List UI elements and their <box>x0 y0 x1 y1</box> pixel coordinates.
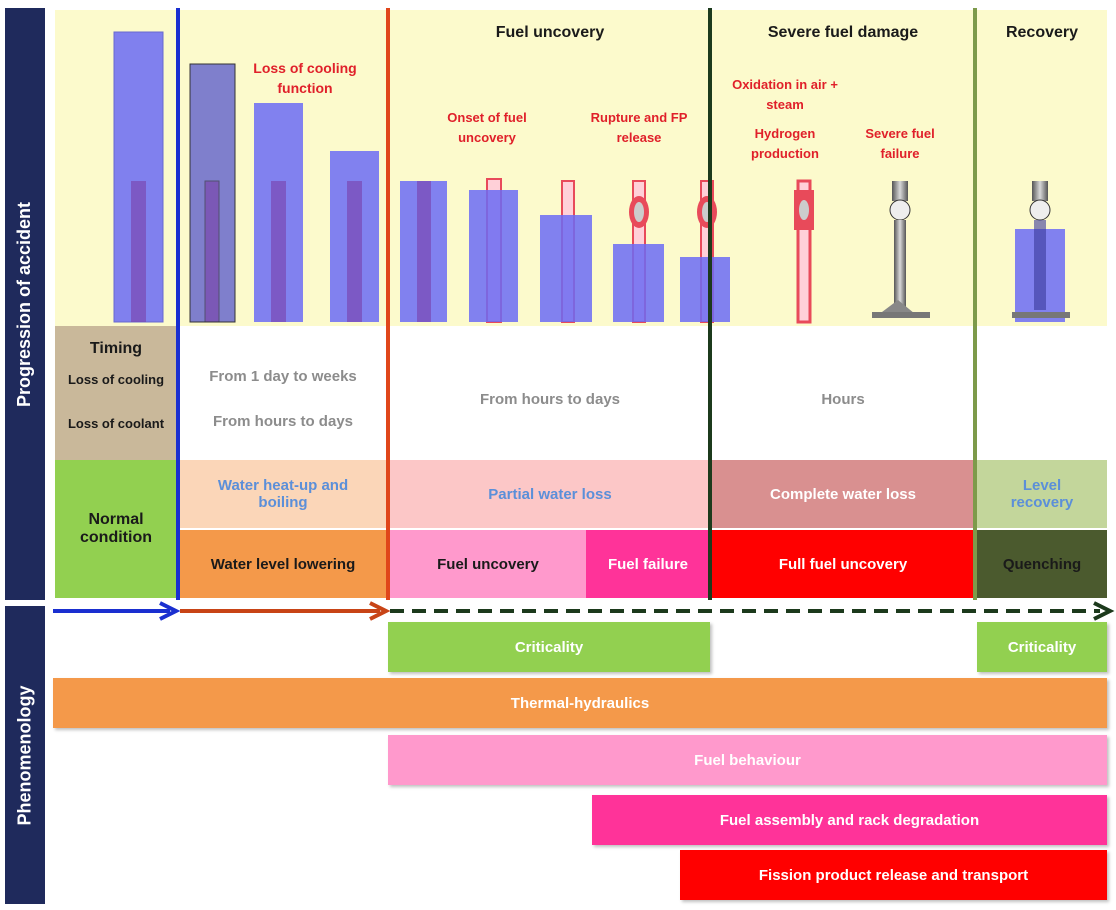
divider-olive <box>973 8 977 600</box>
phenomena-fission-product: Fission product release and transport <box>680 850 1107 900</box>
fuel-rod-severe-failure <box>872 181 930 318</box>
timing-col2-cooling: From 1 day to weeks <box>209 367 357 385</box>
phenomenology-sidebar: Phenomenology <box>5 606 45 904</box>
fuel-pool-onset-3 <box>540 180 592 323</box>
annotation-oxidation: Oxidation in air + steam <box>732 77 838 112</box>
timeline-arrow-lowering <box>180 601 391 621</box>
water-state-partial: Partial water loss <box>390 460 710 528</box>
divider-orange <box>386 8 390 600</box>
stage-title-recovery: Recovery <box>1005 24 1079 41</box>
fuel-pool-onset-2 <box>469 178 518 323</box>
phenomena-criticality-1: Criticality <box>388 622 710 672</box>
fuel-pool-onset-1 <box>400 181 447 322</box>
water-state-heatup: Water heat-up and boiling <box>180 460 386 528</box>
timing-loss-of-cooling: Loss of cooling <box>67 371 165 387</box>
progression-sidebar: Progression of accident <box>5 8 45 600</box>
timing-loss-of-coolant: Loss of coolant <box>67 415 165 431</box>
annotation-loss-of-cooling: Loss of cooling function <box>253 60 357 96</box>
annotation-rupture-fp: Rupture and FP release <box>590 110 688 145</box>
fuel-state-fuel-uncovery: Fuel uncovery <box>390 530 586 598</box>
annotation-severe-fuel-failure: Severe fuel failure <box>865 126 935 161</box>
timeline-arrows <box>53 601 1115 621</box>
divider-blue <box>176 8 180 600</box>
fuel-pool-lowering-1 <box>254 103 303 322</box>
timing-label-cell <box>55 326 177 460</box>
timeline-arrow-degradation <box>390 601 1115 621</box>
fuel-pool-lowering-2 <box>330 151 379 322</box>
timing-col2-coolant: From hours to days <box>212 412 354 430</box>
phenomena-thermal-hydraulics: Thermal-hydraulics <box>53 678 1107 728</box>
divider-dark-green <box>708 8 712 600</box>
stage-title-fuel-uncovery: Fuel uncovery <box>495 24 605 41</box>
fuel-state-water-level-lowering: Water level lowering <box>180 530 386 598</box>
water-state-level-recovery: Level recovery <box>977 460 1107 528</box>
fuel-pool-rupture-1 <box>613 180 664 323</box>
annotation-onset-fuel-uncovery: Onset of fuel uncovery <box>447 110 527 145</box>
annotation-hydrogen: Hydrogen production <box>751 126 819 161</box>
stage-title-severe-fuel-damage: Severe fuel damage <box>767 24 919 41</box>
water-state-complete: Complete water loss <box>712 460 974 528</box>
fuel-pool-normal <box>113 31 164 323</box>
timeline-arrow-normal <box>53 601 181 621</box>
phenomena-criticality-2: Criticality <box>977 622 1107 672</box>
fuel-rod-recovery <box>1012 181 1070 322</box>
phenomena-fuel-behaviour: Fuel behaviour <box>388 735 1107 785</box>
fuel-illustrations <box>113 31 1070 324</box>
timing-col3: From hours to days <box>479 390 621 408</box>
timing-col4: Hours <box>821 390 865 408</box>
fuel-state-full-fuel-uncovery: Full fuel uncovery <box>712 530 974 598</box>
timing-row-background <box>55 326 1107 460</box>
timing-title: Timing <box>89 340 143 357</box>
fuel-state-fuel-failure: Fuel failure <box>586 530 710 598</box>
water-state-normal: Normal condition <box>55 460 177 598</box>
phenomenology-sidebar-label: Phenomenology <box>14 684 35 826</box>
fuel-pool-rupture-2 <box>680 180 730 323</box>
fuel-pool-heatup <box>189 63 236 323</box>
fuel-state-quenching: Quenching <box>977 530 1107 598</box>
phenomena-fuel-assembly: Fuel assembly and rack degradation <box>592 795 1107 845</box>
fuel-rod-oxidation <box>794 179 814 324</box>
